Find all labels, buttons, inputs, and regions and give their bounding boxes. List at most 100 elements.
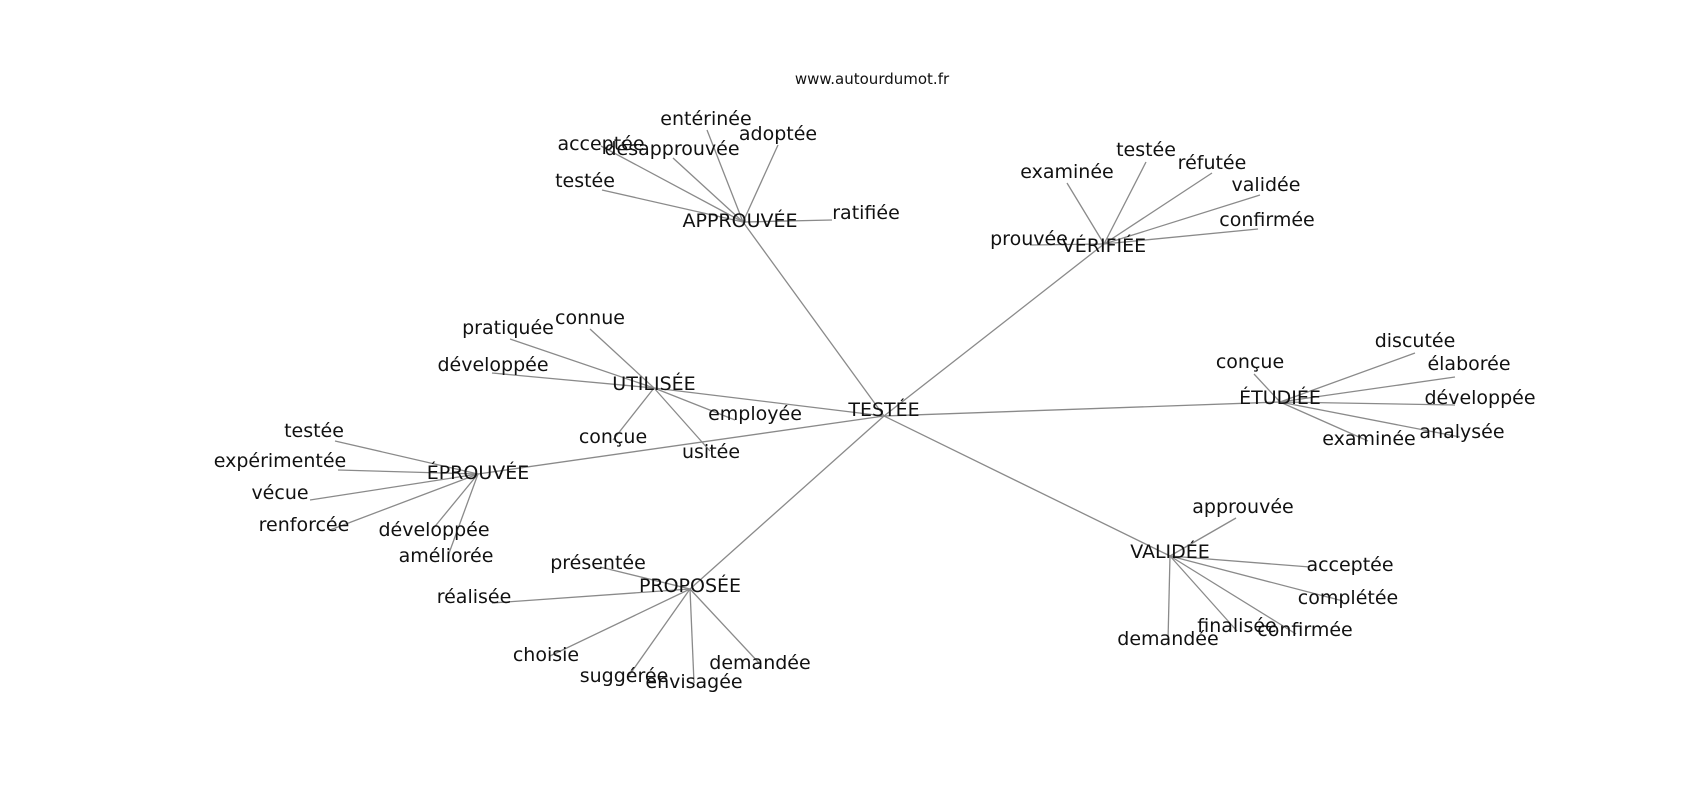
leaf-word[interactable]: acceptée: [557, 133, 644, 155]
graph-labels: www.autourdumot.fr TESTÉE APPROUVÉE entér…: [214, 70, 1536, 693]
edge-hub-to-leaf: [601, 189, 744, 223]
edge-hub-to-leaf: [1279, 401, 1456, 406]
edge-hub-to-leaf: [1279, 376, 1456, 403]
edge-hub-to-leaf: [742, 144, 779, 223]
edge-hub-to-leaf: [689, 588, 695, 684]
edge-hub-to-leaf: [689, 588, 761, 665]
leaf-word[interactable]: confirmée: [1219, 209, 1314, 231]
edge-hub-to-leaf: [653, 387, 711, 452]
leaf-word[interactable]: testée: [1116, 139, 1176, 161]
leaf-word[interactable]: réfutée: [1178, 152, 1247, 174]
hub-word[interactable]: ÉPROUVÉE: [427, 461, 530, 484]
edge-center-to-hub: [477, 415, 885, 475]
leaf-word[interactable]: vécue: [251, 482, 308, 504]
edge-hub-to-leaf: [1279, 352, 1416, 403]
edge-hub-to-leaf: [1103, 228, 1259, 245]
edge-hub-to-leaf: [1169, 555, 1297, 635]
edge-hub-to-leaf: [1103, 172, 1213, 245]
leaf-word[interactable]: usitée: [682, 441, 740, 463]
leaf-word[interactable]: testée: [284, 420, 344, 442]
edge-hub-to-leaf: [509, 338, 655, 389]
leaf-word[interactable]: examinée: [1322, 428, 1415, 450]
leaf-word[interactable]: demandée: [1117, 628, 1218, 650]
hub-word[interactable]: APPROUVÉE: [683, 209, 798, 232]
graph-edges: [309, 129, 1461, 684]
leaf-word[interactable]: analysée: [1419, 421, 1504, 443]
edge-hub-to-leaf: [1169, 555, 1238, 632]
leaf-word[interactable]: demandée: [709, 652, 810, 674]
hub-word[interactable]: VÉRIFIÉE: [1062, 234, 1146, 257]
edge-hub-to-leaf: [1029, 243, 1105, 246]
edge-hub-to-leaf: [627, 588, 691, 678]
leaf-word[interactable]: examinée: [1020, 161, 1113, 183]
edge-hub-to-leaf: [1066, 182, 1105, 245]
leaf-word[interactable]: employée: [708, 403, 802, 425]
edge-hub-to-leaf: [1103, 194, 1261, 245]
edge-hub-to-leaf: [1279, 401, 1369, 442]
edge-hub-to-leaf: [742, 219, 833, 223]
leaf-word[interactable]: développée: [1424, 387, 1535, 409]
edge-hub-to-leaf: [491, 372, 655, 389]
leaf-word[interactable]: développée: [378, 519, 489, 541]
leaf-word[interactable]: améliorée: [399, 545, 494, 567]
leaf-word[interactable]: choisie: [513, 644, 579, 666]
edge-hub-to-leaf: [549, 588, 691, 657]
leaf-word[interactable]: finalisée: [1197, 615, 1277, 637]
leaf-word[interactable]: confirmée: [1257, 619, 1352, 641]
leaf-word[interactable]: expérimentée: [214, 450, 347, 472]
edge-hub-to-leaf: [1279, 401, 1461, 438]
edge-center-to-hub: [653, 387, 885, 417]
edge-center-to-hub: [883, 415, 1171, 557]
leaf-word[interactable]: désapprouvée: [604, 138, 739, 160]
edge-hub-to-leaf: [672, 157, 744, 223]
hub-word[interactable]: PROPOSÉE: [639, 574, 741, 597]
edge-hub-to-leaf: [1169, 517, 1237, 557]
edge-center-to-hub: [883, 401, 1281, 417]
edge-center-to-hub: [742, 221, 885, 417]
edge-hub-to-leaf: [599, 566, 691, 590]
edge-hub-to-leaf: [1253, 373, 1281, 403]
edge-hub-to-leaf: [1103, 161, 1147, 245]
edge-hub-to-leaf: [653, 387, 736, 421]
leaf-word[interactable]: entérinée: [660, 108, 751, 130]
edge-hub-to-leaf: [491, 588, 691, 604]
edge-hub-to-leaf: [334, 440, 479, 475]
leaf-word[interactable]: développée: [437, 354, 548, 376]
hub-word[interactable]: UTILISÉE: [612, 372, 695, 395]
edge-center-to-hub: [689, 415, 885, 590]
leaf-word[interactable]: renforcée: [259, 514, 350, 536]
source-website: www.autourdumot.fr: [795, 70, 950, 88]
leaf-word[interactable]: approuvée: [1192, 496, 1293, 518]
edge-hub-to-leaf: [612, 387, 655, 441]
leaf-word[interactable]: réalisée: [437, 586, 512, 608]
leaf-word[interactable]: présentée: [550, 552, 646, 574]
leaf-word[interactable]: suggérée: [580, 665, 669, 687]
edge-hub-to-leaf: [589, 328, 655, 389]
edge-hub-to-leaf: [337, 469, 479, 475]
edge-hub-to-leaf: [600, 145, 744, 223]
leaf-word[interactable]: envisagée: [645, 671, 742, 693]
edge-center-to-hub: [883, 243, 1105, 417]
leaf-word[interactable]: discutée: [1375, 330, 1456, 352]
leaf-word[interactable]: ratifiée: [832, 202, 900, 224]
leaf-word[interactable]: conçue: [1216, 351, 1284, 373]
edge-hub-to-leaf: [1169, 555, 1311, 568]
center-word: TESTÉE: [847, 398, 919, 421]
edge-hub-to-leaf: [431, 473, 479, 531]
leaf-word[interactable]: complétée: [1298, 587, 1398, 609]
leaf-word[interactable]: connue: [555, 307, 625, 329]
leaf-word[interactable]: prouvée: [990, 228, 1068, 250]
leaf-word[interactable]: pratiquée: [462, 317, 554, 339]
edge-hub-to-leaf: [1169, 555, 1344, 602]
edge-hub-to-leaf: [706, 129, 744, 223]
hub-word[interactable]: VALIDÉE: [1130, 540, 1210, 563]
leaf-word[interactable]: acceptée: [1306, 554, 1393, 576]
leaf-word[interactable]: testée: [555, 170, 615, 192]
edge-hub-to-leaf: [309, 473, 479, 501]
leaf-word[interactable]: adoptée: [739, 123, 817, 145]
hub-word[interactable]: ÉTUDIÉE: [1239, 386, 1321, 409]
leaf-word[interactable]: conçue: [579, 426, 647, 448]
leaf-word[interactable]: élaborée: [1427, 353, 1510, 375]
leaf-word[interactable]: validée: [1232, 174, 1301, 196]
